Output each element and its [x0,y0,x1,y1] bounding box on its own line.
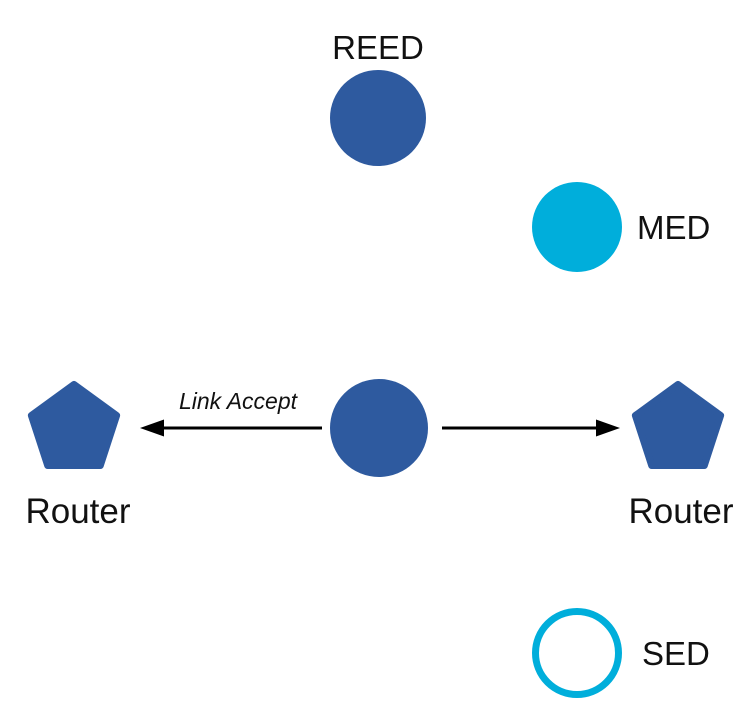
sed-label: SED [642,635,710,672]
link-accept-label: Link Accept [179,388,299,414]
joiner-circle-icon [330,379,428,477]
med-node: MED [532,182,710,272]
reed-circle-icon [330,70,426,166]
link-accept-edge: Link Accept [140,388,322,437]
right-edge [442,419,620,437]
right-arrowhead-icon [596,419,620,437]
router-left-node: Router [25,381,131,531]
reed-node: REED [330,29,426,166]
reed-label: REED [332,29,424,66]
router-left-label: Router [25,492,130,531]
left-arrowhead-icon [140,419,164,437]
router-right-label: Router [628,492,733,531]
med-label: MED [637,209,710,246]
router-right-node: Router [628,381,734,531]
router-right-pentagon-icon [631,381,725,469]
sed-ring-icon [532,608,622,698]
joiner-node [330,379,428,477]
router-left-pentagon-icon [27,381,121,469]
med-circle-icon [532,182,622,272]
sed-node: SED [532,608,710,698]
